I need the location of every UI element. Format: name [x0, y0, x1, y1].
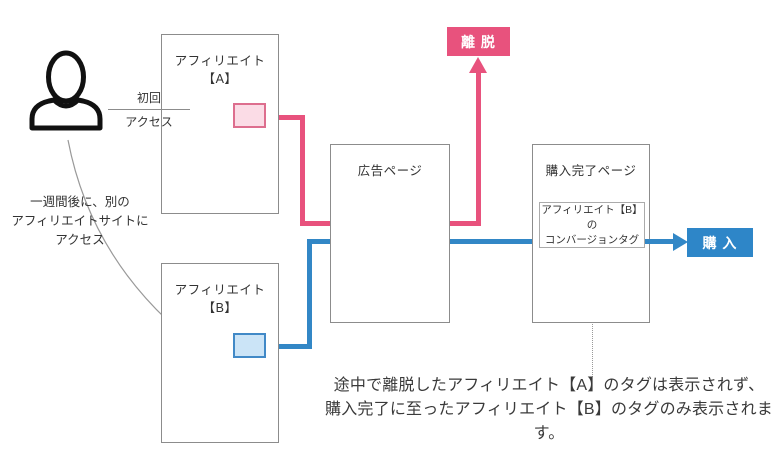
- pink-line-seg2: [300, 115, 305, 226]
- conversion-tag-box: アフィリエイト【B】の コンバージョンタグ: [539, 202, 645, 248]
- ad-page-box: 広告ページ: [330, 144, 450, 323]
- affiliate-b-title: アフィリエイト 【B】: [174, 283, 266, 315]
- purchase-arrowhead-icon: [673, 233, 688, 251]
- affiliate-b-tag: [233, 333, 266, 358]
- affiliate-a-title: アフィリエイト 【A】: [174, 54, 266, 86]
- first-access-top-label: 初回: [108, 89, 190, 110]
- blue-line-seg4: [645, 239, 675, 244]
- week-later-note: 一週間後に、別の アフィリエイトサイトに アクセス: [11, 195, 149, 247]
- pink-line-seg1: [266, 115, 305, 120]
- exit-arrowhead-icon: [469, 57, 487, 73]
- purchase-page-title: 購入完了ページ: [545, 164, 637, 178]
- affiliate-a-tag: [233, 103, 266, 128]
- person-icon: [29, 50, 103, 131]
- ad-page-title: 広告ページ: [357, 164, 423, 178]
- bottom-note: 途中で離脱したアフィリエイト【A】のタグは表示されず、 購入完了に至ったアフィリ…: [325, 377, 773, 442]
- curve-line: [67, 139, 168, 321]
- exit-badge: 離 脱: [447, 27, 510, 56]
- blue-line-seg1: [266, 344, 312, 349]
- first-access-bottom-label: アクセス: [125, 115, 173, 129]
- pink-line-seg4: [476, 72, 481, 226]
- first-access-label: 初回 アクセス: [108, 89, 190, 130]
- purchase-badge: 購 入: [687, 228, 753, 257]
- blue-line-seg2: [307, 239, 312, 349]
